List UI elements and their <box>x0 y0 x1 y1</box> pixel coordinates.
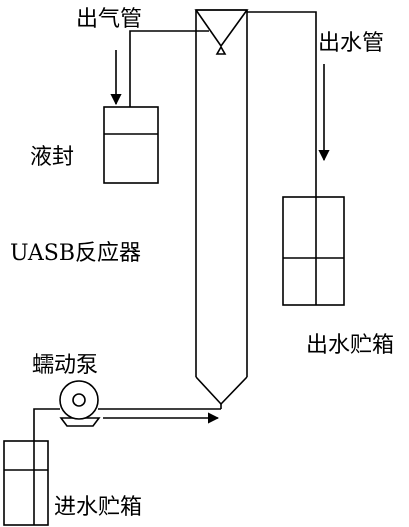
effluent-tank-label: 出水贮箱 <box>306 333 394 358</box>
liquid-seal-container <box>103 106 159 184</box>
water-outlet-label: 出水管 <box>318 31 384 56</box>
liquid-seal-label: 液封 <box>30 145 74 170</box>
gas-outlet-label: 出气管 <box>76 7 142 32</box>
peristaltic-pump <box>59 380 101 427</box>
three-phase-separator <box>194 9 249 55</box>
water-outlet-pipe <box>247 11 317 260</box>
gas-outlet-pipe <box>129 30 209 108</box>
influent-tank-label: 进水贮箱 <box>54 495 142 520</box>
influent-tank <box>3 440 49 526</box>
reactor-label: UASB反应器 <box>10 241 141 266</box>
uasb-reactor <box>195 9 248 405</box>
pump-label: 蠕动泵 <box>32 353 98 378</box>
effluent-tank <box>282 196 345 306</box>
